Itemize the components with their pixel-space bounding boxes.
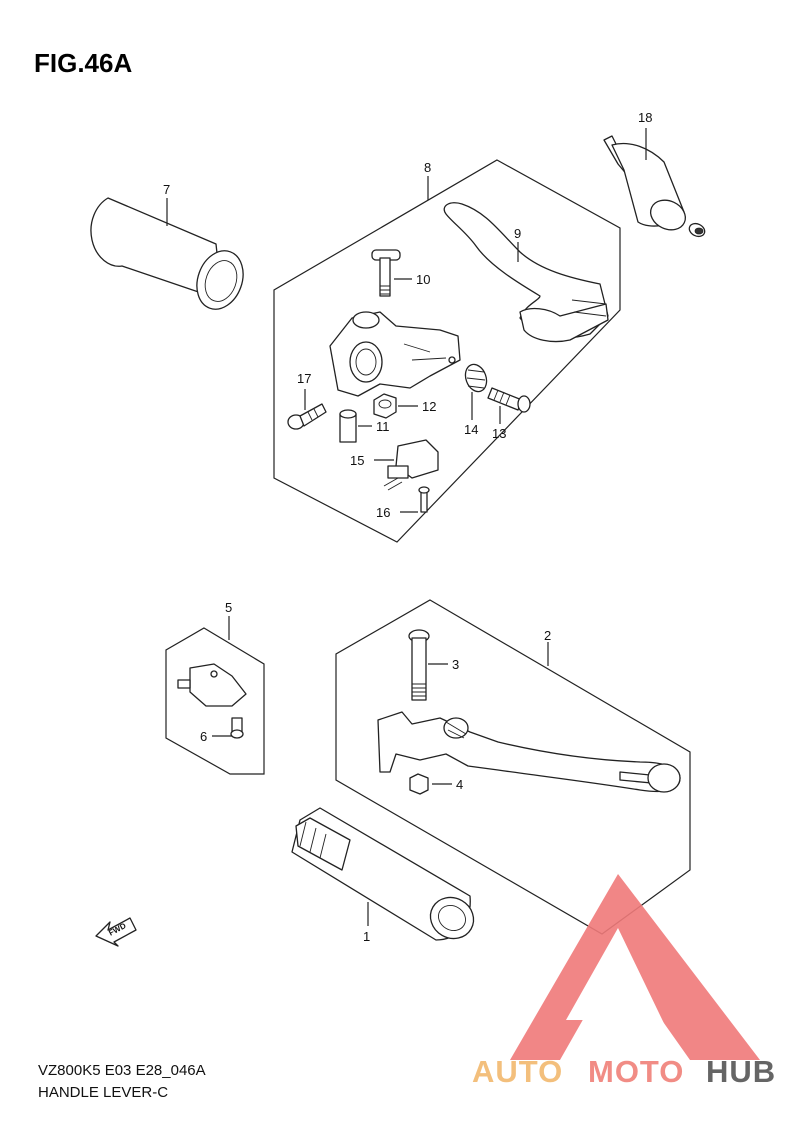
callout-8: 8 [424, 160, 431, 175]
footer-model-code: VZ800K5 E03 E28_046A [38, 1062, 206, 1079]
callout-6: 6 [200, 729, 207, 744]
watermark-hub: HUB [706, 1054, 776, 1089]
assembly-5-boundary [165, 627, 265, 775]
callout-17: 17 [297, 371, 311, 386]
callout-2: 2 [544, 628, 551, 643]
part-4-nut [409, 773, 429, 795]
callout-7: 7 [163, 182, 170, 197]
callout-18: 18 [638, 110, 652, 125]
callout-13: 13 [492, 426, 506, 441]
part-8-lever-holder [329, 311, 461, 397]
part-14-adjuster [464, 363, 488, 393]
part-17-screw [287, 403, 327, 430]
assembly-8-boundary [273, 159, 621, 543]
callout-leaders [166, 128, 647, 926]
part-6-screw [230, 717, 244, 739]
part-16-screw [418, 486, 430, 513]
callout-1: 1 [363, 929, 370, 944]
part-2-lever [377, 711, 681, 793]
figure-title: FIG.46A [34, 48, 133, 78]
part-11-collar [339, 409, 357, 443]
callout-9: 9 [514, 226, 521, 241]
callout-16: 16 [376, 505, 390, 520]
part-12-nut [373, 393, 397, 419]
watermark-inner-triangle-icon [566, 928, 672, 1040]
callout-12: 12 [422, 399, 436, 414]
callout-numbers: 1 2 3 4 5 6 7 8 9 10 11 12 13 14 15 16 1… [163, 110, 652, 944]
part-15-switch [383, 439, 439, 491]
part-1-throttle-grip [291, 807, 475, 941]
callout-15: 15 [350, 453, 364, 468]
callout-5: 5 [225, 600, 232, 615]
watermark-auto: AUTO [472, 1054, 563, 1089]
callout-11: 11 [376, 419, 390, 434]
automotohub-watermark: AUTO MOTO HUB [472, 874, 776, 1089]
callout-4: 4 [456, 777, 463, 792]
part-10-pin [371, 249, 401, 297]
watermark-moto: MOTO [588, 1054, 684, 1089]
part-5-switch [177, 663, 247, 707]
part-9-lever [443, 202, 609, 343]
part-18-cover [603, 135, 706, 238]
part-3-bolt [408, 629, 430, 701]
callout-3: 3 [452, 657, 459, 672]
callout-14: 14 [464, 422, 478, 437]
part-13-bolt [487, 387, 531, 413]
callout-10: 10 [416, 272, 430, 287]
part-7-grip [90, 197, 244, 310]
footer-diagram-name: HANDLE LEVER-C [38, 1084, 169, 1101]
fwd-arrow-icon: FWD [95, 917, 137, 947]
